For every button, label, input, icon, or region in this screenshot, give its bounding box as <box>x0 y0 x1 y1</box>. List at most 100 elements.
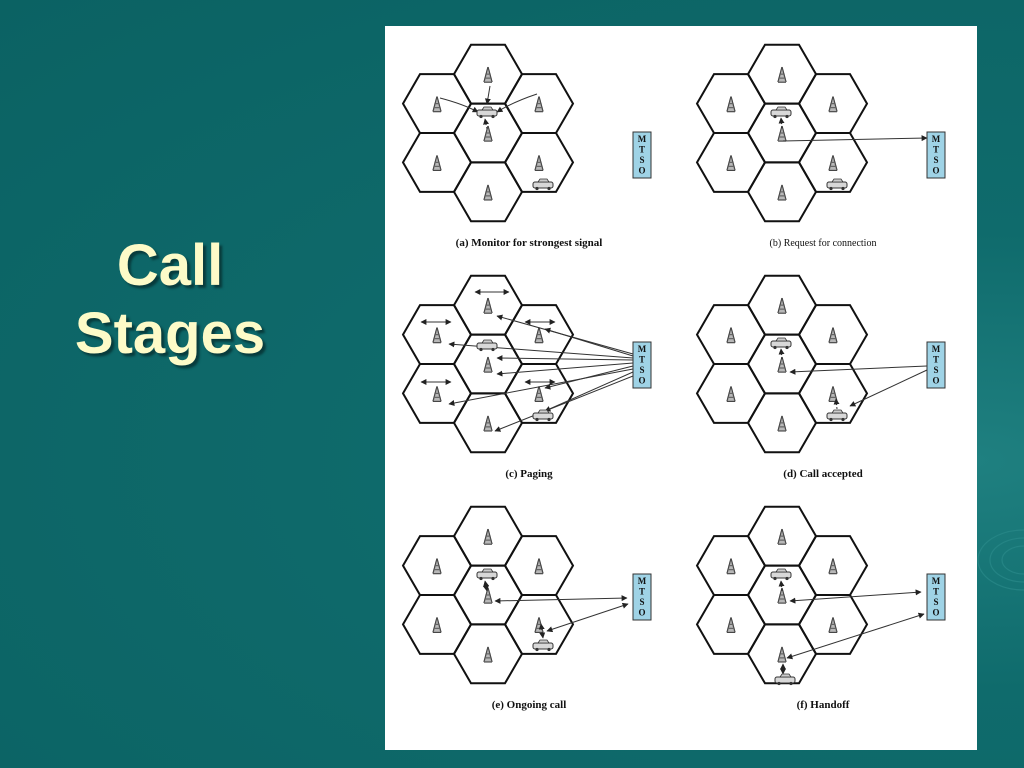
panel-f-arrows <box>778 580 925 675</box>
decorative-swirl <box>977 529 1024 591</box>
mtso-letter: M <box>932 576 941 586</box>
base-station-tower-icon <box>483 66 493 83</box>
mobile-unit <box>826 409 848 422</box>
base-station-tower-icon <box>483 415 493 432</box>
cell-grid <box>695 505 869 685</box>
cell-grid <box>695 43 869 223</box>
caption-c: (c) Paging <box>505 468 553 480</box>
panel-e-arrows <box>482 580 629 639</box>
mtso-rect <box>926 573 946 621</box>
mtso-rect <box>632 341 652 389</box>
mtso-letter: S <box>639 365 644 375</box>
panel-d-arrows <box>778 348 928 410</box>
base-station-tower-icon <box>483 587 493 604</box>
mtso-letter: S <box>639 597 644 607</box>
base-station-tower-icon <box>828 557 838 575</box>
mtso-letter: S <box>933 597 938 607</box>
mobile-unit <box>476 106 498 119</box>
base-station-tower-icon <box>828 154 838 172</box>
mobile-unit <box>770 106 792 119</box>
base-station-tower-icon <box>777 66 787 83</box>
cell-grid <box>401 505 575 685</box>
mtso-letter: M <box>638 576 647 586</box>
base-station-tower-icon <box>432 385 442 403</box>
base-station-tower-icon <box>534 616 544 634</box>
hex-cell <box>452 623 524 685</box>
base-station-tower-icon <box>534 95 544 113</box>
cell-grid <box>401 43 575 223</box>
base-station-tower-icon <box>483 125 493 142</box>
base-station-tower-icon <box>483 356 493 373</box>
base-station-tower-icon <box>483 646 493 663</box>
base-station-tower-icon <box>726 557 736 575</box>
mtso-letter: S <box>933 155 938 165</box>
mobile-unit <box>770 568 792 581</box>
mobile-unit <box>826 178 848 191</box>
mtso-letter: M <box>932 134 941 144</box>
mtso-letter: O <box>638 608 645 618</box>
base-station-tower-icon <box>534 385 544 403</box>
caption-e: (e) Ongoing call <box>492 699 567 711</box>
base-station-tower-icon <box>534 326 544 344</box>
base-station-tower-icon <box>726 385 736 403</box>
base-station-tower-icon <box>777 356 787 373</box>
base-station-tower-icon <box>534 557 544 575</box>
base-station-tower-icon <box>726 616 736 634</box>
mobile-unit <box>770 337 792 350</box>
base-station-tower-icon <box>432 326 442 344</box>
mtso-letter: S <box>639 155 644 165</box>
cell-grid <box>401 274 575 454</box>
base-station-tower-icon <box>483 528 493 545</box>
base-station-tower-icon <box>432 154 442 172</box>
mobile-unit <box>774 673 796 686</box>
title-line-2: Stages <box>74 301 266 366</box>
mtso-letter: T <box>639 355 645 365</box>
mtso-letter: O <box>932 166 939 176</box>
hex-cell <box>452 161 524 223</box>
mtso-letter: O <box>638 166 645 176</box>
base-station-tower-icon <box>432 616 442 634</box>
mtso-letter: M <box>638 134 647 144</box>
base-station-tower-icon <box>726 154 736 172</box>
hex-cell <box>746 161 818 223</box>
panel-a-arrows <box>439 85 538 130</box>
base-station-tower-icon <box>777 528 787 545</box>
base-station-tower-icon <box>777 184 787 201</box>
base-station-tower-icon <box>726 95 736 113</box>
slide-title: Call Stages <box>40 232 300 368</box>
base-station-tower-icon <box>483 184 493 201</box>
mtso-letter: O <box>932 608 939 618</box>
mobile-unit <box>532 178 554 191</box>
panel-c-arrows <box>420 289 634 432</box>
mtso-letter: T <box>933 355 939 365</box>
cell-grid <box>695 274 869 454</box>
mtso-rect <box>632 573 652 621</box>
mtso-letter: T <box>933 145 939 155</box>
base-station-tower-icon <box>534 154 544 172</box>
hex-cell <box>746 392 818 454</box>
mtso-letter: T <box>639 145 645 155</box>
base-station-tower-icon <box>777 646 787 663</box>
base-station-tower-icon <box>432 95 442 113</box>
mtso-letter: O <box>638 376 645 386</box>
base-station-tower-icon <box>432 557 442 575</box>
mtso-letter: M <box>638 344 647 354</box>
mtso-letter: M <box>932 344 941 354</box>
mobile-unit <box>532 639 554 652</box>
base-station-tower-icon <box>828 326 838 344</box>
base-station-tower-icon <box>777 125 787 142</box>
mtso-letter: T <box>639 587 645 597</box>
mobile-unit <box>476 339 498 352</box>
mtso-rect <box>632 131 652 179</box>
